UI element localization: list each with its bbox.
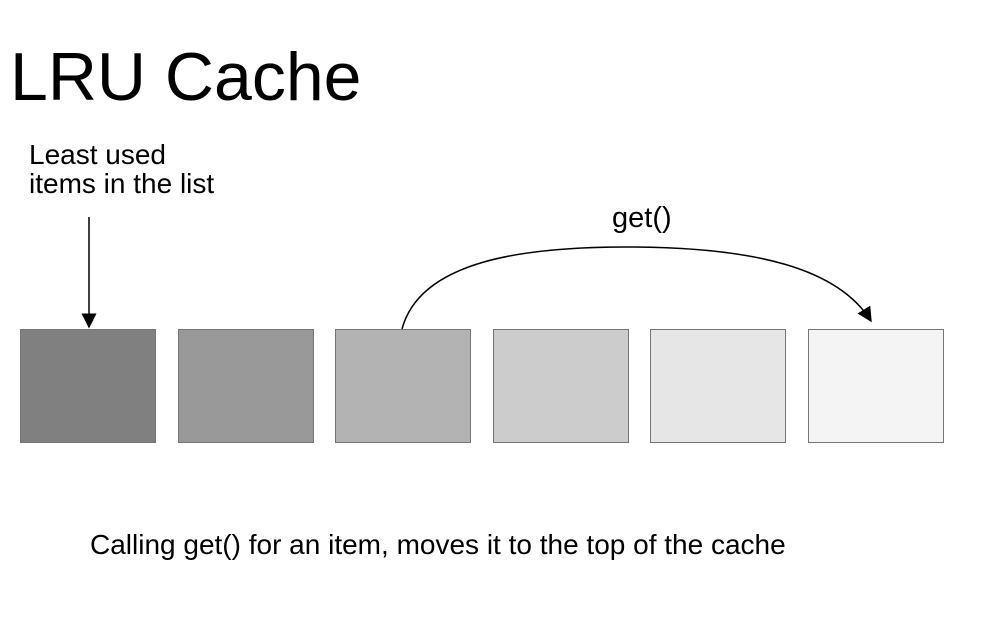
cache-item-1 <box>20 329 156 443</box>
least-used-label: Least used items in the list <box>29 139 215 199</box>
cache-item-5 <box>650 329 787 443</box>
caption-text: Calling get() for an item, moves it to t… <box>90 529 786 560</box>
diagram-title: LRU Cache <box>10 38 362 115</box>
cache-item-6 <box>807 329 944 443</box>
cache-item-3 <box>335 329 472 443</box>
cache-item-2 <box>177 329 314 443</box>
cache-items-row <box>20 329 944 443</box>
get-label: get() <box>612 202 672 234</box>
get-arrow-icon <box>401 246 872 330</box>
cache-item-4 <box>492 329 629 443</box>
